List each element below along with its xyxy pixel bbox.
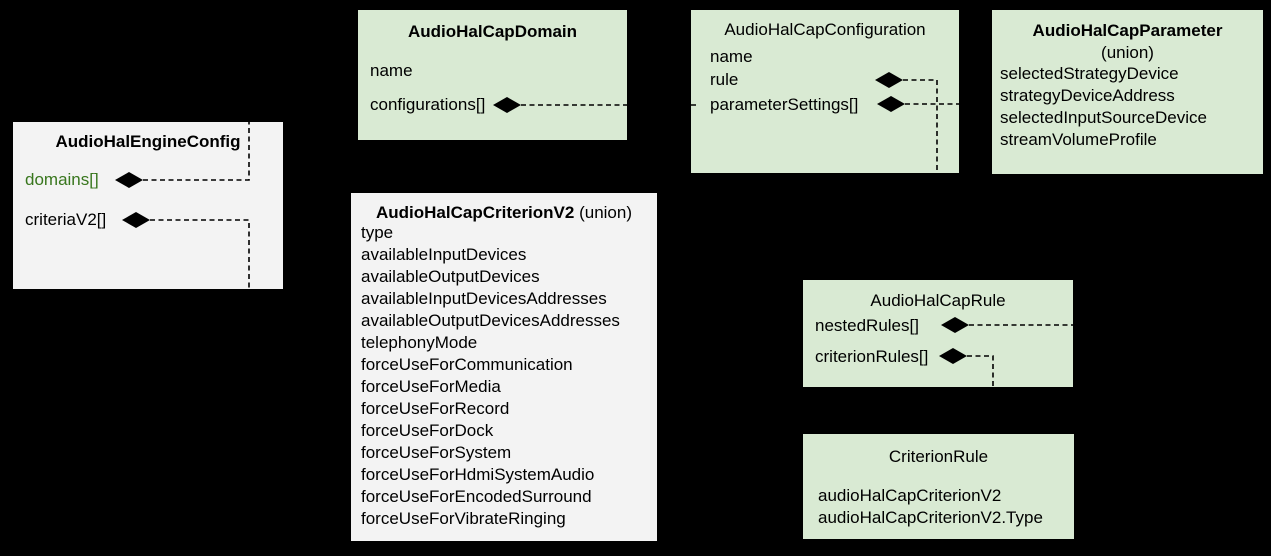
class-title-union: (union) [579,203,632,222]
field-forceuseforencodedsurround: forceUseForEncodedSurround [361,487,592,506]
class-title: AudioHalCapRule [870,291,1006,310]
field-availableinputdevicesaddresses: availableInputDevicesAddresses [361,289,607,308]
field-rule: rule [710,70,739,89]
class-title: AudioHalCapConfiguration [724,20,926,39]
field-availableoutputdevicesaddresses: availableOutputDevicesAddresses [361,311,620,330]
class-box-audiohalcapparameter: AudioHalCapParameter (union) selectedStr… [992,10,1263,174]
field-name: name [710,47,753,66]
field-forceuseforsystem: forceUseForSystem [361,443,512,462]
field-forceuseformedia: forceUseForMedia [361,377,501,396]
class-box-audiohalcaprule: AudioHalCapRule nestedRules[] criterionR… [803,280,1073,387]
field-parametersettings: parameterSettings[] [710,95,859,114]
field-domains: domains[] [25,170,99,189]
field-nestedrules: nestedRules[] [815,316,919,335]
class-title: AudioHalCapCriterionV2 (union) [351,203,657,223]
field-criterionrules: criterionRules[] [815,347,929,366]
class-subtitle: (union) [1101,43,1154,62]
field-availableoutputdevices: availableOutputDevices [361,267,540,286]
field-name: name [370,61,413,80]
field-configurations: configurations[] [370,95,486,114]
class-box-audiohalcapconfiguration: AudioHalCapConfiguration name rule param… [691,10,959,173]
field-forceuseforcommunication: forceUseForCommunication [361,355,573,374]
field-forceuseforvibrateringing: forceUseForVibrateRinging [361,509,566,528]
field-forceuseforhdmisystemaudio: forceUseForHdmiSystemAudio [361,465,595,484]
field-list: selectedStrategyDevice strategyDeviceAdd… [1000,63,1207,151]
field-list: audioHalCapCriterionV2 audioHalCapCriter… [818,485,1043,529]
class-title: AudioHalCapParameter [1032,21,1223,40]
field-type: type [361,223,394,242]
class-title: CriterionRule [888,447,989,466]
class-box-audiohalcapcriterionv2: AudioHalCapCriterionV2 (union) type avai… [351,193,657,541]
class-title: AudioHalCapDomain [407,22,578,41]
class-box-audiohalengineconfig: AudioHalEngineConfig domains[] criteriaV… [13,122,283,289]
field-telephonymode: telephonyMode [361,333,478,352]
field-audiohalcapcriterionv2: audioHalCapCriterionV2 [818,486,1002,505]
field-criteriav2: criteriaV2[] [25,210,107,229]
class-title-name: AudioHalCapCriterionV2 [375,203,575,222]
field-forceuseforrecord: forceUseForRecord [361,399,510,418]
field-forceusefordock: forceUseForDock [361,421,494,440]
field-selectedinputsourcedevice: selectedInputSourceDevice [1000,108,1207,127]
field-strategydeviceaddress: strategyDeviceAddress [1000,86,1175,105]
field-availableinputdevices: availableInputDevices [361,245,527,264]
field-audiohalcapcriterionv2-type: audioHalCapCriterionV2.Type [818,508,1043,527]
field-selectedstrategydevice: selectedStrategyDevice [1000,64,1179,83]
field-streamvolumeprofile: streamVolumeProfile [1000,130,1157,149]
class-box-criterionrule: CriterionRule audioHalCapCriterionV2 aud… [803,434,1074,539]
class-title: AudioHalEngineConfig [55,132,241,151]
field-list: type availableInputDevices availableOutp… [361,222,620,530]
class-box-audiohalcapdomain: AudioHalCapDomain name configurations[] [358,10,627,140]
